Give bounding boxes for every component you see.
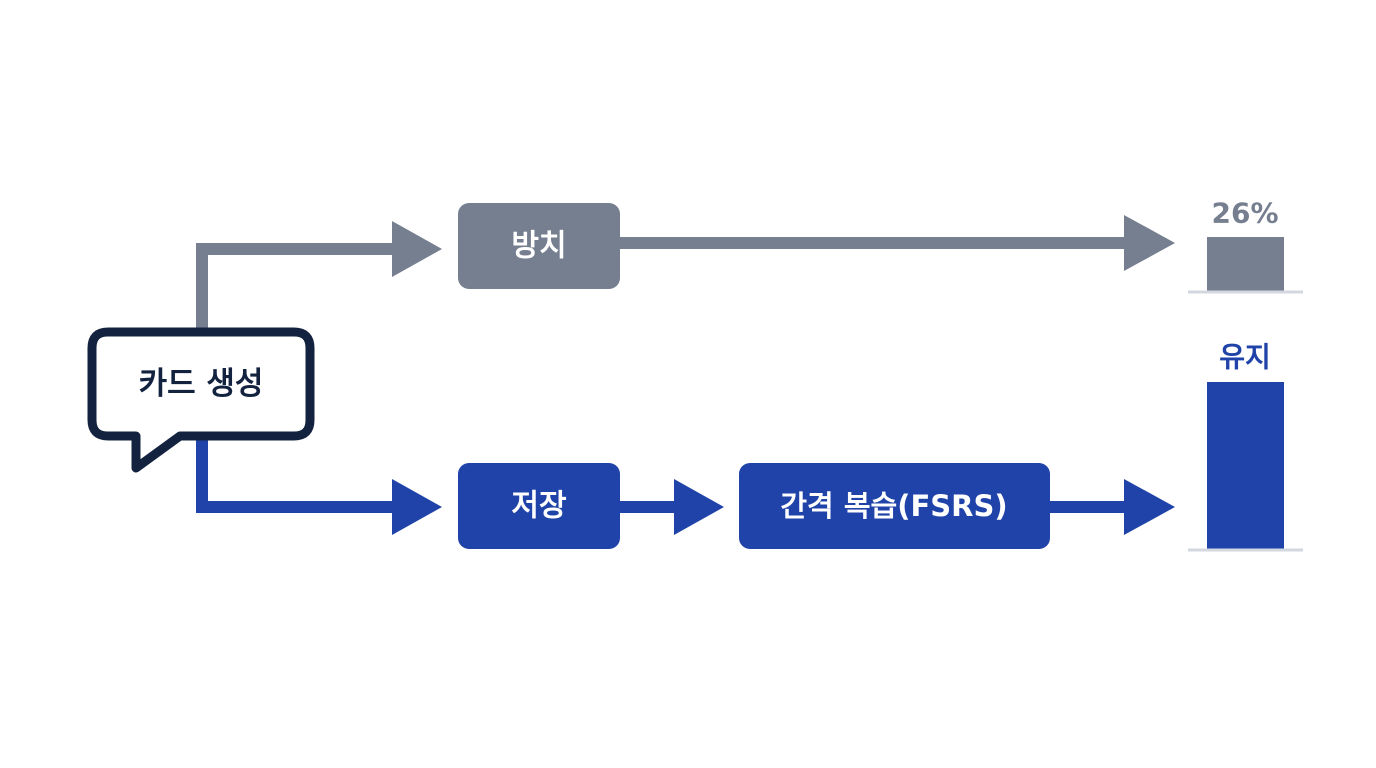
arrowhead-to-save [392, 479, 442, 535]
neglect-label: 방치 [511, 229, 566, 264]
neglect-path [196, 215, 1175, 330]
save-node: 저장 [458, 463, 620, 549]
retain-outcome-bar [1207, 382, 1284, 549]
spaced-repetition-node: 간격 복습(FSRS) [739, 463, 1050, 549]
retain-outcome: 유지 [1188, 341, 1303, 552]
create-card-node: 카드 생성 [87, 327, 315, 473]
save-box [458, 463, 620, 549]
save-label: 저장 [511, 489, 567, 524]
connector-create-to-save [196, 438, 398, 513]
arrowhead-to-neglect [392, 221, 442, 277]
arrowhead-to-neglect-outcome [1124, 215, 1175, 271]
neglect-outcome-value: 26% [1211, 197, 1278, 230]
spaced-repetition-label: 간격 복습(FSRS) [780, 489, 1007, 523]
connector-create-to-neglect [196, 243, 398, 330]
neglect-node: 방치 [458, 203, 620, 289]
spaced-repetition-box [739, 463, 1050, 549]
retain-path [196, 438, 1175, 535]
arrowhead-to-retain-outcome [1124, 479, 1175, 535]
neglect-outcome-bar [1207, 237, 1284, 291]
arrowhead-to-review [674, 479, 724, 535]
create-card-label: 카드 생성 [139, 366, 264, 402]
retain-outcome-label: 유지 [1219, 341, 1271, 374]
neglect-box [458, 203, 620, 289]
neglect-outcome: 26% [1188, 197, 1303, 294]
speech-bubble-icon [87, 327, 315, 473]
